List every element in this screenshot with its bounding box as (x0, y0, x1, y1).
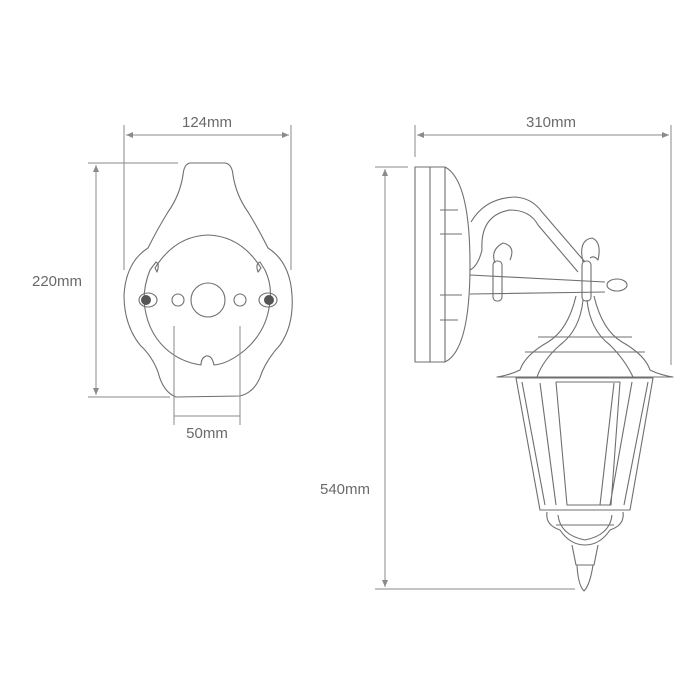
screw-hole-right-icon (264, 295, 274, 305)
screw-hole-left-icon (141, 295, 151, 305)
projection-label: 310mm (526, 114, 576, 131)
plate-height-label: 220mm (32, 273, 82, 290)
mounting-plate-front-view (123, 162, 293, 398)
plate-width-label: 124mm (182, 114, 232, 131)
lantern-side-view (414, 166, 674, 592)
plate-dimension-lines (88, 125, 292, 425)
total-height-label: 540mm (320, 481, 370, 498)
hole-spacing-label: 50mm (186, 425, 228, 442)
lantern-dimension-lines (375, 125, 672, 590)
